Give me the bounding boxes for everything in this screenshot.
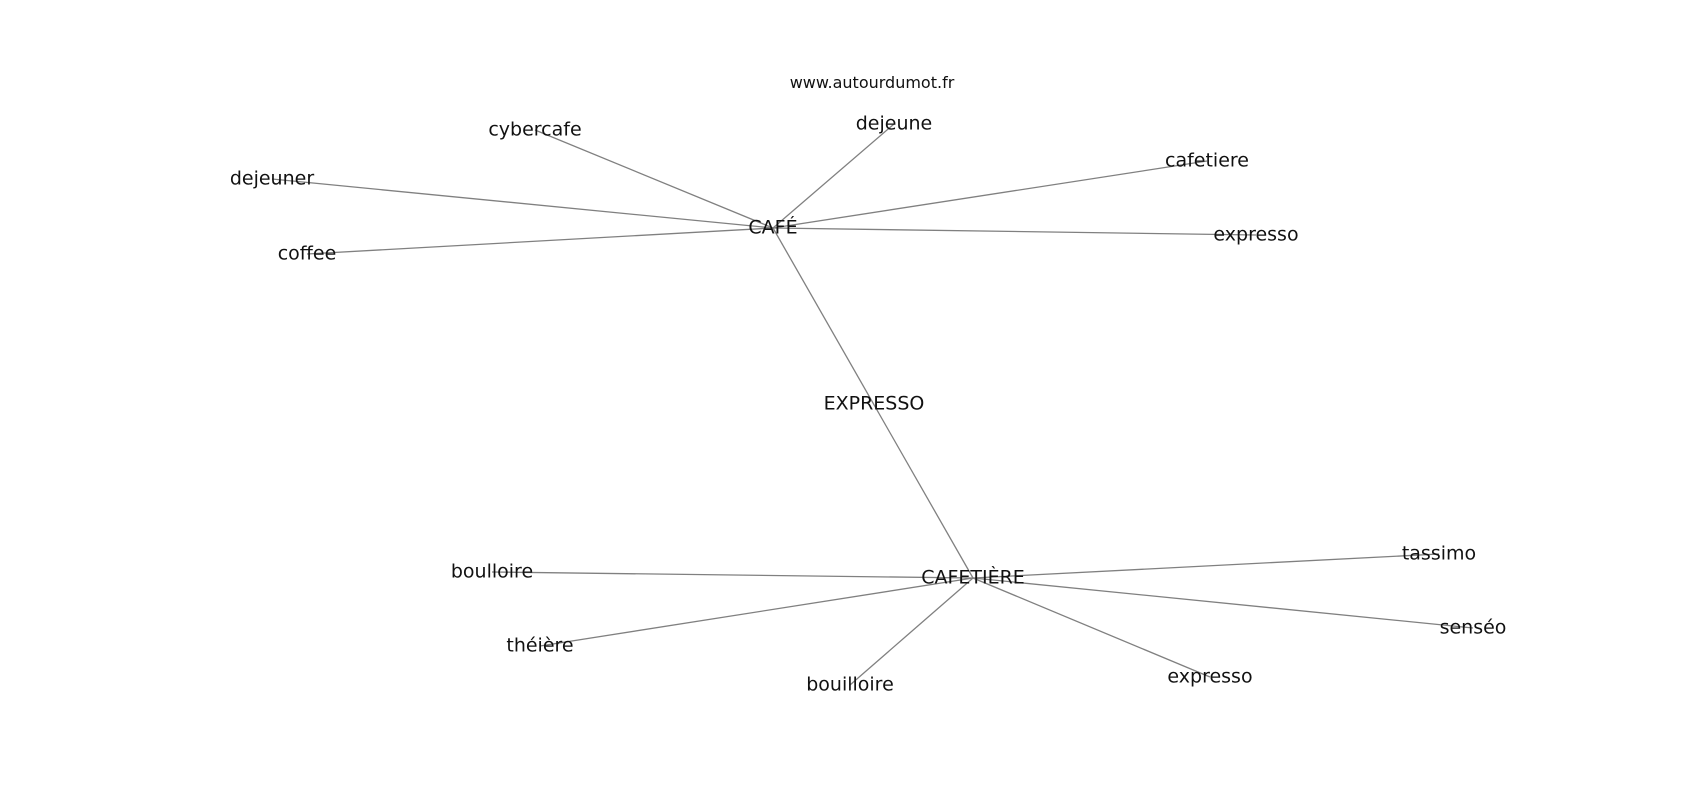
- edge-cafetiere_hub-senseo: [972, 577, 1474, 629]
- node-cafetiere_hub[interactable]: CAFETIÈRE: [921, 566, 1025, 589]
- site-watermark: www.autourdumot.fr: [790, 73, 955, 92]
- edge-cafetiere_hub-tassimo: [972, 553, 1440, 579]
- edge-cafetiere_hub-bouilloire: [849, 577, 974, 686]
- edge-cafetiere_hub-theiere: [539, 577, 974, 647]
- edge-cafe-cybercafe: [534, 129, 774, 229]
- node-expresso_top[interactable]: expresso: [1213, 224, 1298, 246]
- node-bouilloire[interactable]: bouilloire: [806, 674, 894, 696]
- node-coffee[interactable]: coffee: [278, 243, 337, 265]
- edge-cafe-coffee: [306, 227, 774, 255]
- node-cafe[interactable]: CAFÉ: [748, 216, 797, 239]
- node-dejeuner[interactable]: dejeuner: [230, 168, 314, 190]
- edge-cafe-dejeuner: [271, 178, 774, 229]
- edge-cafe-dejeune: [772, 123, 895, 229]
- edges-layer: [271, 123, 1474, 686]
- node-dejeune[interactable]: dejeune: [856, 113, 933, 135]
- edge-cafetiere_hub-expresso_bottom: [972, 577, 1211, 678]
- node-boulloire[interactable]: boulloire: [451, 561, 533, 583]
- node-cafetiere[interactable]: cafetiere: [1165, 150, 1249, 172]
- edge-labels-layer: EXPRESSO: [824, 393, 925, 415]
- node-expresso_bottom[interactable]: expresso: [1167, 666, 1252, 688]
- nodes-layer: CAFÉ CAFETIÈRE cybercafe dejeune cafetiere de…: [230, 113, 1507, 696]
- node-theiere[interactable]: théière: [506, 635, 573, 657]
- edge-cafetiere_hub-boulloire: [491, 571, 974, 579]
- node-senseo[interactable]: senséo: [1440, 617, 1507, 639]
- node-cybercafe[interactable]: cybercafe: [488, 119, 581, 141]
- edge-cafe-cafetiere_hub: [772, 227, 974, 579]
- edge-cafe-cafetiere: [772, 160, 1208, 229]
- edge-cafe-expresso_top: [772, 227, 1257, 236]
- node-tassimo[interactable]: tassimo: [1402, 543, 1476, 565]
- edge-label-cafe-cafetiere_hub: EXPRESSO: [824, 393, 925, 415]
